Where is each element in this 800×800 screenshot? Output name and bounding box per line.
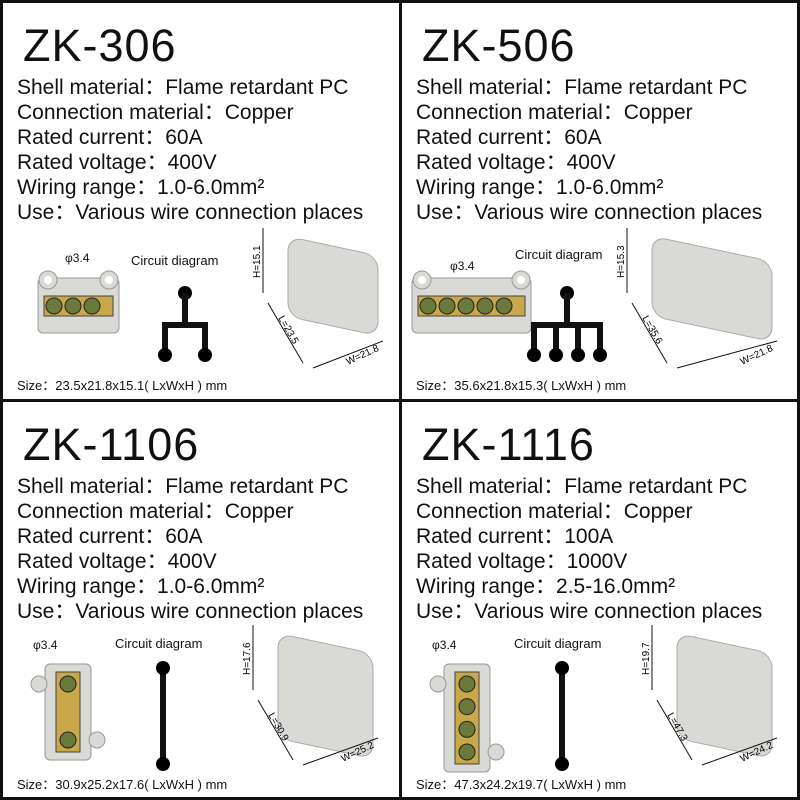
circuit-diagram (527, 286, 607, 362)
front-view-image (37, 270, 120, 334)
height-dimension: H=15.1 (252, 245, 263, 278)
spec-line: Wiring range：1.0-6.0mm² (17, 575, 265, 598)
length-dimension: L=35.6 (639, 314, 664, 347)
circuit-diagram-label: Circuit diagram (131, 253, 219, 268)
spec-line: Wiring range：2.5-16.0mm² (416, 575, 676, 598)
circuit-diagram-label: Circuit diagram (115, 636, 203, 651)
spec-line: Connection material：Copper (17, 101, 294, 124)
circuit-diagram (555, 661, 569, 771)
spec-line: Wiring range：1.0-6.0mm² (416, 176, 664, 199)
height-dimension: H=17.6 (242, 642, 253, 675)
spec-line: Rated voltage：400V (17, 550, 217, 573)
height-dimension: H=19.7 (641, 642, 652, 675)
size-text: Size：47.3x24.2x19.7( LxWxH ) mm (416, 777, 627, 792)
size-text: Size：30.9x25.2x17.6( LxWxH ) mm (17, 777, 228, 792)
product-3d-image: H=19.7L=47.3W=24.2 (641, 625, 778, 766)
spec-line: Shell material：Flame retardant PC (416, 475, 748, 498)
circuit-diagram (156, 661, 170, 771)
length-dimension: L=23.5 (275, 314, 300, 347)
product-3d-image: H=15.3L=35.6W=21.8 (616, 228, 778, 369)
spec-line: Use：Various wire connection places (17, 600, 364, 623)
model-title: ZK-1116 (422, 419, 595, 470)
front-view-image (429, 663, 505, 773)
front-view-image (30, 663, 106, 761)
model-title: ZK-506 (422, 20, 576, 71)
product-3d-image: H=17.6L=30.9W=25.2 (242, 625, 379, 766)
spec-line: Rated current：60A (17, 525, 203, 548)
spec-line: Connection material：Copper (17, 500, 294, 523)
hole-diameter-label: φ3.4 (33, 638, 58, 652)
circuit-diagram (158, 286, 212, 362)
spec-line: Rated current：60A (17, 126, 203, 149)
spec-line: Shell material：Flame retardant PC (416, 76, 748, 99)
size-text: Size：35.6x21.8x15.3( LxWxH ) mm (416, 378, 627, 393)
spec-line: Rated voltage：400V (416, 151, 616, 174)
spec-line: Use：Various wire connection places (416, 600, 763, 623)
spec-line: Use：Various wire connection places (17, 201, 364, 224)
height-dimension: H=15.3 (616, 245, 627, 278)
spec-line: Rated current：60A (416, 126, 602, 149)
spec-line: Connection material：Copper (416, 101, 693, 124)
hole-diameter-label: φ3.4 (432, 638, 457, 652)
width-dimension: W=21.8 (345, 343, 382, 368)
size-text: Size：23.5x21.8x15.1( LxWxH ) mm (17, 378, 228, 393)
spec-line: Shell material：Flame retardant PC (17, 475, 349, 498)
front-view-image (411, 270, 532, 334)
spec-line: Shell material：Flame retardant PC (17, 76, 349, 99)
spec-line: Wiring range：1.0-6.0mm² (17, 176, 265, 199)
hole-diameter-label: φ3.4 (450, 259, 475, 273)
spec-line: Rated current：100A (416, 525, 614, 548)
spec-line: Connection material：Copper (416, 500, 693, 523)
hole-diameter-label: φ3.4 (65, 251, 90, 265)
spec-line: Rated voltage：1000V (416, 550, 628, 573)
model-title: ZK-1106 (23, 419, 200, 470)
product-3d-image: H=15.1L=23.5W=21.8 (252, 228, 384, 369)
spec-line: Rated voltage：400V (17, 151, 217, 174)
divider-horizontal (0, 399, 800, 402)
circuit-diagram-label: Circuit diagram (514, 636, 602, 651)
spec-line: Use：Various wire connection places (416, 201, 763, 224)
circuit-diagram-label: Circuit diagram (515, 247, 603, 262)
model-title: ZK-306 (23, 20, 177, 71)
